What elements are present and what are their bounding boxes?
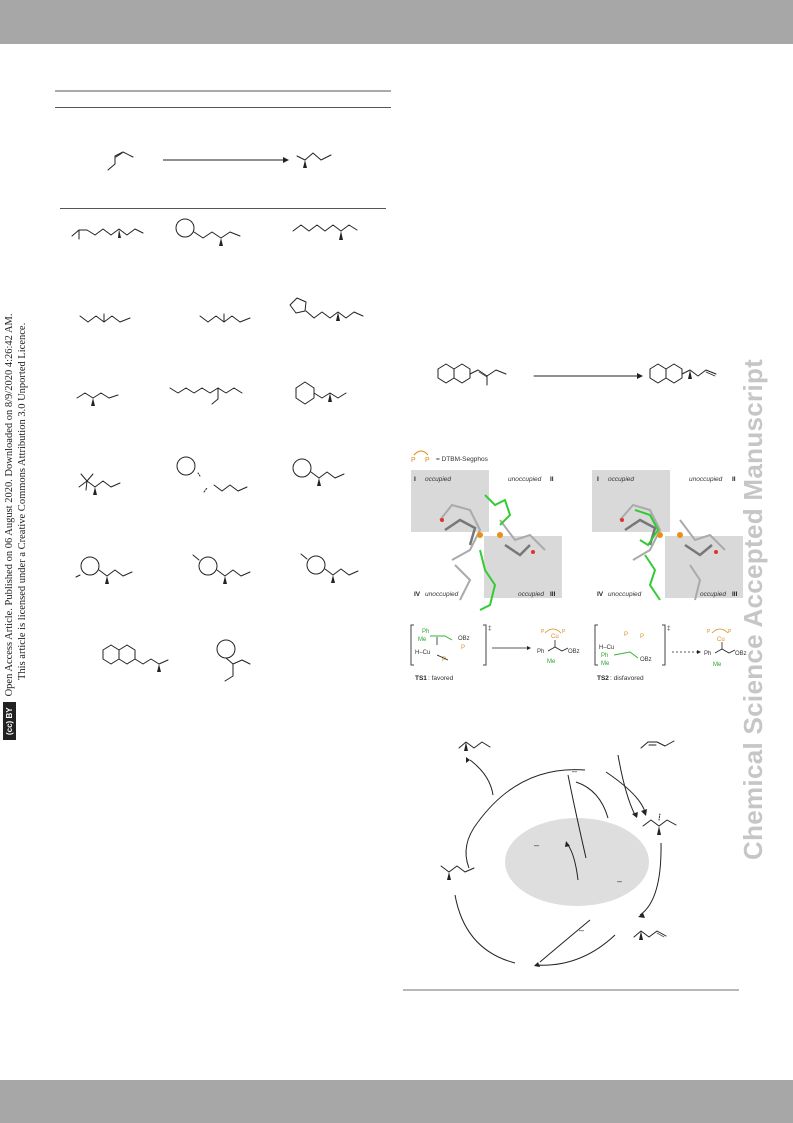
product-4c	[292, 458, 345, 486]
product-5c	[300, 553, 359, 583]
svg-text:Me: Me	[601, 661, 610, 667]
svg-text:Me: Me	[713, 662, 722, 668]
svg-text:‡: ‡	[667, 625, 671, 632]
svg-text:Ph: Ph	[601, 653, 608, 659]
product-2b	[199, 313, 251, 323]
product-6a	[102, 644, 169, 672]
ts1-arrow	[492, 646, 531, 650]
svg-text:unoccupied: unoccupied	[508, 476, 542, 483]
svg-text:P: P	[562, 629, 566, 635]
svg-text:Ph: Ph	[704, 651, 711, 657]
svg-text:P: P	[541, 629, 545, 635]
quadrant-panel-right: I occupied unoccupied II IV unoccupied o…	[592, 470, 743, 601]
scheme-product	[296, 152, 332, 168]
product-4b	[176, 456, 248, 493]
svg-text:OBz: OBz	[458, 636, 470, 642]
product-1c	[292, 224, 358, 240]
cycle-allyl-bottomright	[633, 930, 667, 940]
ligand-p-right: P	[425, 457, 430, 464]
svg-text:P: P	[707, 629, 711, 635]
header-band	[0, 0, 793, 44]
svg-text:II: II	[550, 476, 554, 483]
product-5b	[192, 554, 251, 584]
svg-text:occupied: occupied	[518, 591, 544, 598]
product-5a	[75, 556, 133, 584]
svg-text:Ph: Ph	[422, 629, 429, 635]
svg-text:IV: IV	[414, 591, 421, 598]
cycle-dash-top: –	[572, 766, 577, 776]
figure-bottom-rule	[403, 989, 739, 991]
svg-text:occupied: occupied	[608, 476, 634, 483]
ligand-key: P P = DTBM-Segphos	[411, 450, 489, 464]
ts1-product: Cu P P Ph OBz Me	[537, 628, 580, 665]
product-4a	[78, 473, 121, 495]
ts1-structure: ‡ Ph Me OBz H–Cu P P TS1 : favored	[410, 624, 492, 682]
svg-text:III: III	[550, 591, 556, 598]
svg-text:Me: Me	[418, 637, 427, 643]
svg-text:Cu: Cu	[717, 637, 725, 643]
ts2-structure: ‡ P P H–Cu Ph Me OBz TS2 : disfavored	[594, 624, 671, 682]
svg-text:occupied: occupied	[700, 591, 726, 598]
product-2a	[79, 313, 131, 323]
svg-text:I: I	[597, 476, 599, 483]
product-2c	[289, 297, 364, 321]
svg-text:unoccupied: unoccupied	[689, 476, 723, 483]
product-3b	[169, 387, 243, 405]
svg-text:IV: IV	[597, 591, 604, 598]
svg-text:H–Cu: H–Cu	[599, 645, 614, 651]
cycle-product-topleft	[458, 741, 491, 751]
svg-text:‡: ‡	[488, 625, 492, 632]
product-1b	[175, 218, 241, 246]
scheme-arrow	[163, 157, 289, 163]
ligand-key-label: = DTBM-Segphos	[436, 456, 489, 463]
cycle-product-left	[440, 865, 475, 880]
svg-text:: disfavored: : disfavored	[610, 675, 644, 682]
svg-text:unoccupied: unoccupied	[608, 591, 642, 598]
svg-text:OBz: OBz	[568, 649, 580, 655]
svg-text:H–Cu: H–Cu	[415, 650, 430, 656]
svg-text:I: I	[414, 476, 416, 483]
svg-text:Ph: Ph	[537, 649, 544, 655]
svg-text:occupied: occupied	[425, 476, 451, 483]
naphthyl-reaction	[437, 363, 717, 386]
table-header-rule	[55, 107, 391, 108]
svg-text:P: P	[461, 645, 465, 651]
svg-text:P: P	[640, 634, 644, 640]
svg-text:TS2: TS2	[597, 675, 609, 682]
ligand-p-left: P	[411, 457, 416, 464]
cycle-intermediate-right	[642, 812, 677, 835]
table-body-rule	[60, 208, 386, 209]
cycle-center-ellipse	[505, 818, 649, 906]
ts2-arrow	[672, 650, 701, 654]
svg-text:P: P	[624, 632, 628, 638]
svg-text:Me: Me	[547, 659, 556, 665]
footer-band	[0, 1080, 793, 1123]
svg-text:OBz: OBz	[735, 651, 747, 657]
svg-text:P: P	[442, 657, 446, 663]
svg-text:OBz: OBz	[640, 657, 652, 663]
product-1a	[71, 228, 144, 240]
svg-text:II: II	[732, 476, 736, 483]
cycle-dash-right: –	[617, 876, 622, 886]
cycle-dash-bottom: –	[579, 925, 584, 935]
cycle-dash-center: –	[534, 840, 539, 850]
scheme-starting-alkene	[107, 151, 134, 171]
svg-text:III: III	[732, 591, 738, 598]
svg-text:Cu: Cu	[551, 634, 559, 640]
svg-text:P: P	[728, 629, 732, 635]
product-3c	[295, 381, 347, 405]
ts2-product: Cu P P Ph OBz Me	[704, 628, 747, 668]
svg-text:TS1: TS1	[415, 675, 427, 682]
cycle-alkene-topright	[640, 740, 675, 749]
svg-text:: favored: : favored	[428, 675, 454, 682]
svg-text:unoccupied: unoccupied	[425, 591, 459, 598]
quadrant-panel-left: I occupied unoccupied II IV unoccupied o…	[411, 470, 562, 611]
product-6b	[216, 639, 251, 682]
product-3a	[76, 392, 119, 406]
table-top-rule	[55, 90, 391, 92]
